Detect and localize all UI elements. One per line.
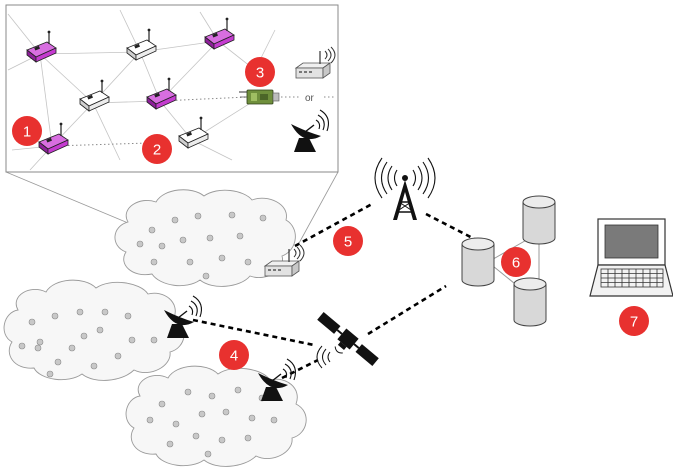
step-badge-3: 3: [245, 57, 275, 87]
step-label-7: 7: [630, 314, 638, 331]
alternative-or-label: or: [305, 93, 315, 104]
step-label-3: 3: [256, 65, 264, 82]
sensor-field-cloud-left: [3, 279, 185, 381]
inset-zoom-lines: [5, 171, 339, 246]
database-server-icon: [513, 277, 547, 327]
inset-dotted-links: [51, 96, 334, 147]
laptop-icon: [589, 218, 673, 297]
satellite-icon: [317, 312, 379, 366]
step-label-5: 5: [344, 234, 352, 251]
radio-tower-icon: [374, 157, 436, 220]
step-badge-5: 5: [333, 226, 363, 256]
step-badge-7: 7: [619, 306, 649, 336]
step-badge-1: 1: [12, 116, 42, 146]
step-badge-4: 4: [219, 340, 249, 370]
step-label-1: 1: [23, 124, 31, 141]
database-server-icon: [461, 237, 495, 287]
step-badge-2: 2: [142, 134, 172, 164]
step-label-2: 2: [153, 142, 161, 159]
sensor-field-cloud-bottom: [125, 365, 307, 467]
database-server-icon: [522, 195, 556, 245]
step-label-6: 6: [512, 255, 520, 272]
usb-gateway-icon: [239, 89, 280, 105]
satellite-signal-icon: [316, 345, 331, 369]
sensor-dots: [18, 211, 278, 458]
step-label-4: 4: [230, 348, 238, 365]
step-badge-6: 6: [501, 247, 531, 277]
